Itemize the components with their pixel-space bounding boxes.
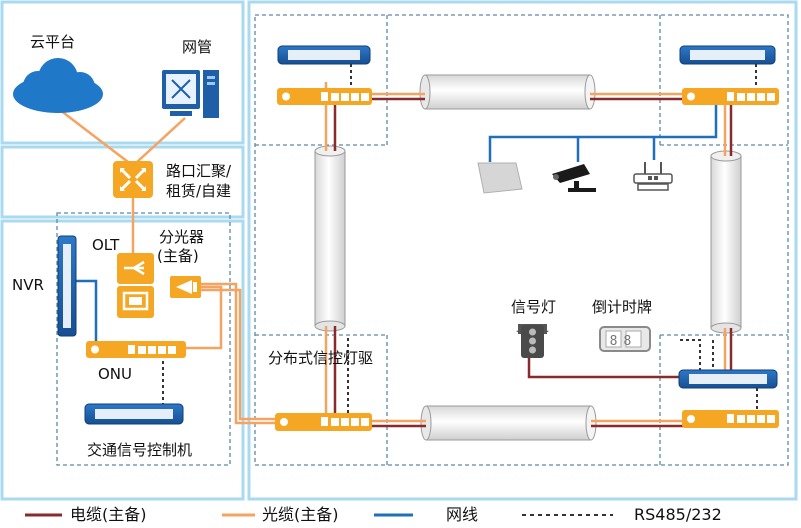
rack-device-icon — [678, 369, 778, 389]
left-frames — [0, 0, 245, 501]
onu-device-icon — [86, 341, 186, 358]
onu-device-icon — [682, 410, 779, 428]
aggregation-label-line2: 租赁/自建 — [166, 182, 232, 200]
legend-serial-label: RS485/232 — [634, 505, 722, 524]
controller-label: 交通信号控制机 — [87, 441, 193, 459]
power-cables — [333, 97, 733, 428]
fiber-cables — [59, 82, 727, 425]
aggregation-label-line1: 路口汇聚/ — [166, 162, 232, 180]
splitter-label-line2: (主备) — [157, 247, 199, 265]
onu-label: ONU — [98, 365, 133, 383]
olt-device-icon — [117, 253, 154, 318]
computer-icon — [162, 70, 219, 118]
signal-light-label: 信号灯 — [511, 298, 557, 316]
rack-device-icon — [679, 45, 776, 65]
nvr-device-icon — [57, 235, 77, 337]
detector-panel-icon — [477, 162, 523, 194]
conduit-pipes — [314, 74, 742, 441]
nvr-label: NVR — [12, 276, 44, 294]
onu-device-icon — [277, 88, 372, 105]
network-cables — [69, 104, 718, 341]
cloud-icon — [13, 58, 103, 113]
pipe-right — [710, 150, 742, 334]
aggregation-switch-icon — [113, 161, 153, 198]
serial-cables — [162, 64, 758, 413]
onu-device-icon — [682, 88, 779, 105]
countdown-digits: 88 — [610, 334, 638, 349]
rack-device-icon — [277, 45, 371, 65]
rack-device-icon — [84, 403, 184, 425]
cloud-platform-label: 云平台 — [30, 33, 76, 51]
onu-device-icon — [275, 413, 372, 431]
countdown-board-icon: 88 — [599, 326, 651, 352]
distributed-driver-label: 分布式信控灯驱 — [268, 349, 374, 367]
countdown-board-label: 倒计时牌 — [592, 298, 653, 316]
cabinet-frame — [56, 212, 231, 466]
legend-fiber-label: 光缆(主备) — [262, 505, 339, 524]
right-frame — [247, 0, 798, 501]
olt-label: OLT — [92, 236, 120, 254]
legend-network-label: 网线 — [446, 505, 479, 524]
traffic-light-icon — [516, 324, 549, 358]
splitter-icon — [170, 276, 201, 298]
wireless-ap-icon — [633, 162, 673, 191]
pipe-left — [314, 145, 346, 332]
network-management-label: 网管 — [182, 38, 213, 56]
camera-icon — [552, 164, 596, 192]
legend-power-label: 电缆(主备) — [70, 505, 147, 524]
pipe-bottom — [420, 405, 597, 441]
splitter-label-line1: 分光器 — [159, 228, 205, 246]
pipe-top — [419, 74, 596, 110]
